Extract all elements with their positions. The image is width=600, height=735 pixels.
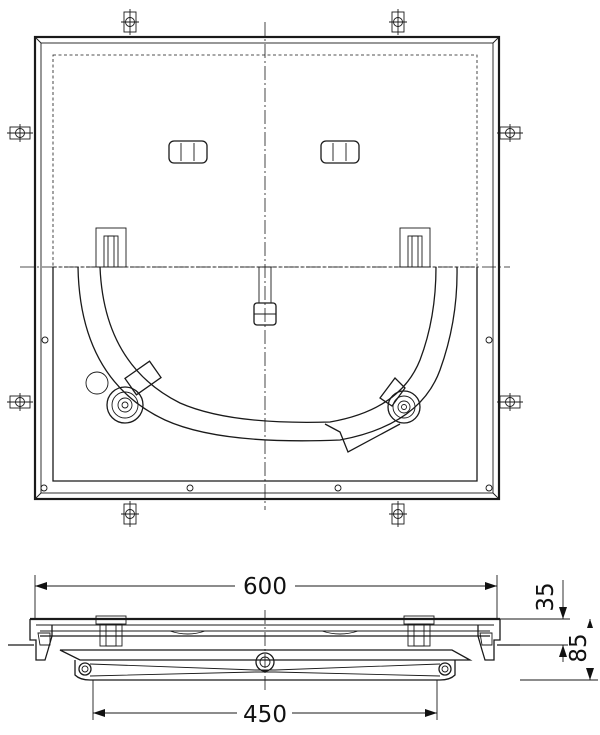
dimension-35: 35: [497, 580, 570, 662]
right-lock-mechanism: [379, 377, 421, 424]
frame-bolt-holes: [40, 336, 493, 492]
dimension-85: 85: [520, 619, 598, 681]
swing-guide-outer: [77, 266, 458, 442]
anchor-lug-icon: [120, 8, 140, 36]
dimension-600: 600: [34, 574, 498, 620]
frame-inner: [40, 42, 494, 494]
hinge-block-left: [95, 227, 127, 268]
frame-profile-right: [477, 619, 501, 661]
hinge-section-left: [95, 615, 127, 647]
cover-lower-panel: [52, 267, 478, 482]
anchor-lug-icon: [496, 123, 524, 143]
support-tray: [59, 649, 473, 661]
lift-slot-right: [320, 140, 360, 164]
anchor-lug-icon: [496, 392, 524, 412]
section-view: 600: [8, 574, 598, 728]
lift-slot-left: [168, 140, 208, 164]
anchor-lug-icon: [388, 500, 408, 528]
center-lock: [253, 266, 277, 326]
anchor-lug-icon: [6, 123, 34, 143]
dim-600-label: 600: [243, 574, 287, 600]
frame-profile-left: [29, 619, 53, 661]
swing-guide-inner: [99, 266, 437, 423]
anchor-lug-icon: [6, 392, 34, 412]
anchor-lug-icon: [388, 8, 408, 36]
dim-35-label: 35: [533, 582, 559, 611]
hinge-section-right: [403, 615, 435, 647]
dimension-450: 450: [92, 680, 438, 728]
left-lock-mechanism: [85, 360, 162, 424]
dim-85-label: 85: [566, 633, 592, 662]
plan-view: [6, 8, 524, 528]
frame-outer: [33, 35, 501, 501]
hinge-block-right: [399, 227, 431, 268]
dim-450-label: 450: [243, 702, 287, 728]
anchor-lug-icon: [120, 500, 140, 528]
